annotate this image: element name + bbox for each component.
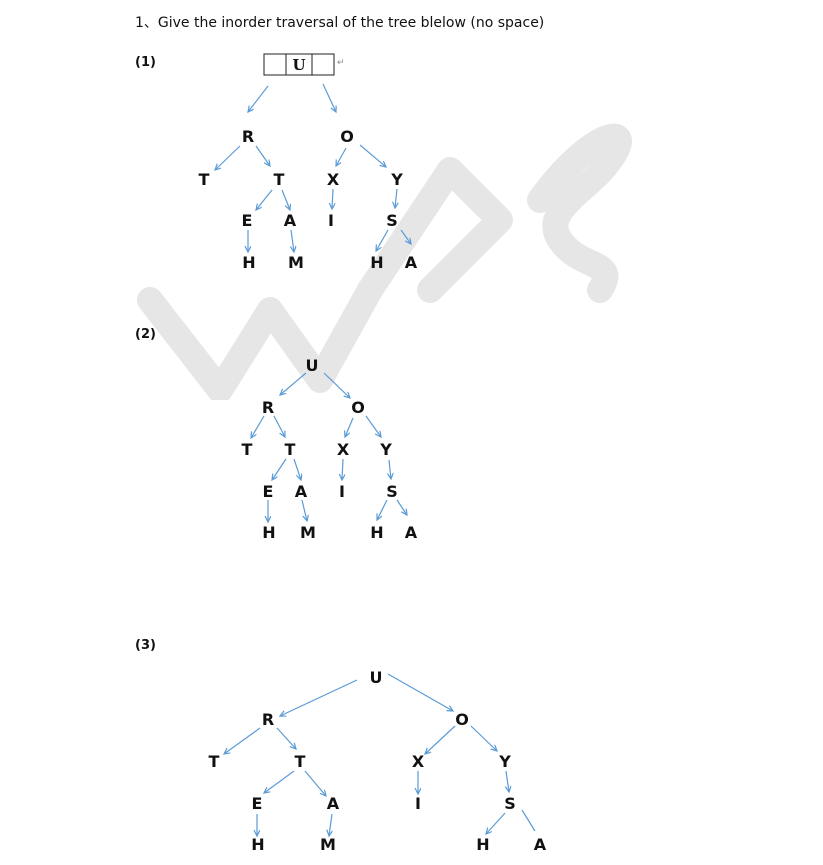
tree1-node-y: Y [390,170,403,189]
tree3-node-i: I [415,794,421,813]
question-text: 1、Give the inorder traversal of the tree… [135,15,545,31]
tree1-node-x: X [327,170,340,189]
tree1-node-e: E [242,211,253,230]
tree3-node-a: A [327,794,340,813]
tree3-node-a-right: A [534,835,547,854]
tree2-node-y: Y [379,440,392,459]
tree3-node-o: O [455,710,469,729]
tree1-node-t-left: T [199,170,210,189]
tree2-node-r: R [262,398,274,417]
tree3-node-x: X [412,752,425,771]
tree1-node-r: R [242,127,254,146]
tree1-node-h-right: H [370,253,383,272]
tree1-node-a-right: A [405,253,418,272]
tree2-node-o: O [351,398,365,417]
root-box-1: U [263,53,335,76]
tree1-node-s: S [386,211,398,230]
tree3-node-r: R [262,710,274,729]
tree2-node-a-right: A [405,523,418,542]
tree1-node-o: O [340,127,354,146]
tree2-node-t-right: T [285,440,296,459]
tree2-node-s: S [386,482,398,501]
part-label-1: (1) [135,55,156,70]
tree3-node-t-right: T [295,752,306,771]
tree1-node-h-left: H [242,253,255,272]
tree3-node-h-left: H [251,835,264,854]
tree-2: U R O T T X Y E A I S H M H A [242,356,418,542]
tree-1: U ↵ R O T T X Y E A I S H M H A [199,53,418,272]
paragraph-mark-icon: ↵ [337,57,345,67]
tree2-node-t-left: T [242,440,253,459]
tree-3: U R O T T X Y E A I S H M H A [209,668,547,854]
tree3-node-y: Y [498,752,511,771]
tree1-node-a: A [284,211,297,230]
tree3-node-h-right: H [476,835,489,854]
tree3-node-m: M [320,835,336,854]
tree3-node-u: U [370,668,383,687]
tree2-node-a: A [295,482,308,501]
tree2-node-h-left: H [262,523,275,542]
tree1-node-m: M [288,253,304,272]
tree2-node-x: X [337,440,350,459]
tree3-node-e: E [252,794,263,813]
part-label-3: (3) [135,638,156,653]
tree2-node-h-right: H [370,523,383,542]
tree2-node-m: M [300,523,316,542]
tree3-node-s: S [504,794,516,813]
tree2-node-u: U [306,356,319,375]
tree1-node-root: U [292,56,305,74]
tree1-node-t-right: T [274,170,285,189]
tree1-node-i: I [328,211,334,230]
tree2-node-i: I [339,482,345,501]
tree3-node-t-left: T [209,752,220,771]
tree2-node-e: E [263,482,274,501]
